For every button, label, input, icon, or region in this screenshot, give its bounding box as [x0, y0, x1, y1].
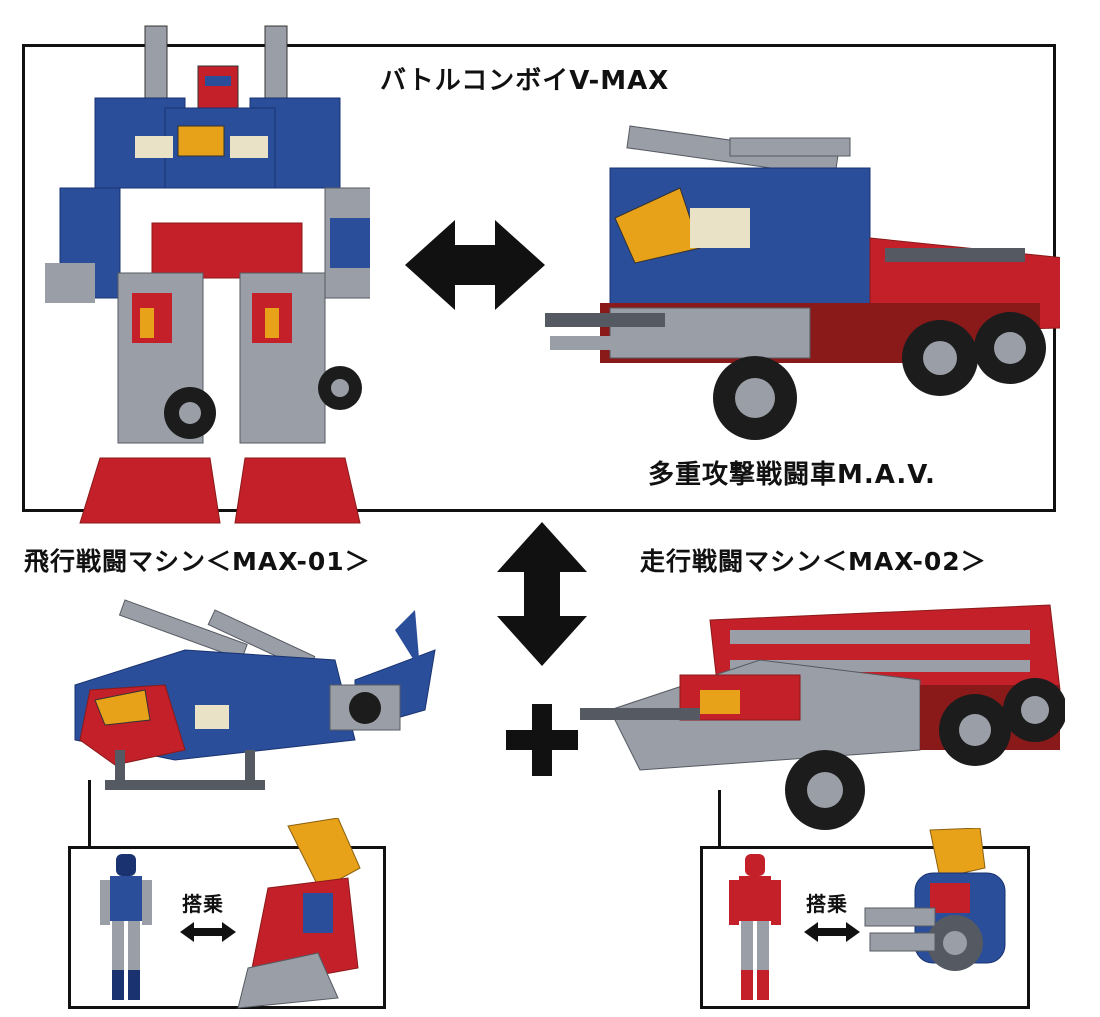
ride-label-right: 搭乗 [806, 892, 848, 916]
vehicle-mode-image [540, 118, 1060, 448]
ground-unit-image [580, 590, 1065, 830]
double-arrow-vertical-icon [492, 520, 592, 668]
plus-icon [502, 700, 582, 780]
robot-figure-image [40, 18, 370, 528]
robot-mode-title: バトルコンボイV-MAX [380, 66, 670, 96]
pilot-box-right [700, 846, 1030, 1009]
pilot-box-left [68, 846, 386, 1009]
connector-line-right [718, 790, 721, 848]
blue-pilot-figure-image [96, 852, 156, 1004]
air-unit-title: 飛行戦闘マシン＜MAX-01＞ [24, 547, 371, 576]
small-double-arrow-icon [178, 920, 238, 944]
double-arrow-horizontal-icon [400, 215, 550, 315]
small-double-arrow-icon [802, 920, 862, 944]
air-cockpit-image [228, 818, 378, 1013]
connector-line-left [88, 780, 91, 848]
vehicle-mode-title: 多重攻撃戦闘車M.A.V. [648, 460, 936, 490]
ride-label-left: 搭乗 [182, 892, 224, 916]
red-pilot-figure-image [725, 852, 785, 1004]
ground-unit-title: 走行戦闘マシン＜MAX-02＞ [640, 547, 987, 576]
air-unit-image [55, 590, 450, 830]
ground-cockpit-image [860, 828, 1020, 998]
